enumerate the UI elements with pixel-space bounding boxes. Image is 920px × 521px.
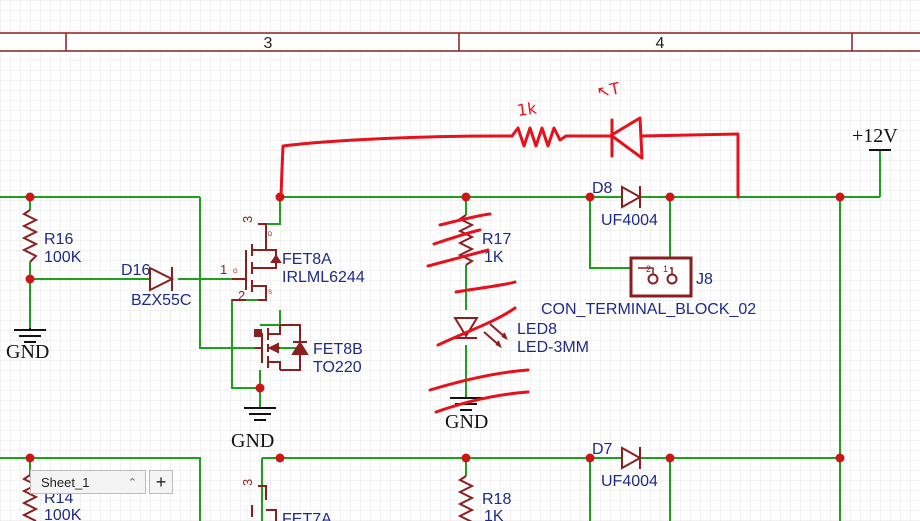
column-number-3: 3	[264, 35, 273, 52]
junction-dot	[25, 192, 35, 202]
j8-ref: J8	[696, 271, 713, 288]
ground-symbol: GND	[6, 328, 49, 363]
d16-ref: D16	[121, 262, 150, 279]
resistor-r17[interactable]: R17 1K	[457, 214, 511, 266]
fet8a-pin-d: D	[268, 232, 273, 238]
junction-dot	[275, 453, 285, 463]
junction-dot	[665, 192, 675, 202]
j8-pin2: 2	[646, 264, 651, 274]
mosfet-fet8a[interactable]: 1 2 3 G D S	[220, 216, 282, 303]
markup-scribble	[426, 212, 530, 414]
diode-d16[interactable]: D16 BZX55C	[121, 262, 191, 309]
junction-dot	[461, 192, 471, 202]
gnd-label: GND	[445, 411, 488, 433]
r17-value: 1K	[484, 249, 504, 266]
r14-ref: R14	[44, 490, 73, 507]
sheet-tab-label: Sheet_1	[41, 474, 90, 490]
markup-diode	[608, 116, 644, 160]
add-sheet-button[interactable]: +	[149, 470, 173, 494]
fet8a-value: IRLML6244	[282, 269, 365, 286]
r16-value: 100K	[44, 249, 82, 266]
led8-ref: LED8	[517, 321, 557, 338]
resistor-r14[interactable]: R14 100K	[21, 474, 82, 521]
markup-resistor-note: 1k	[516, 98, 539, 120]
gnd-label: GND	[6, 341, 49, 363]
power-symbol-12v: +12V	[852, 125, 898, 151]
mosfet-fet7a[interactable]: 3	[240, 479, 277, 521]
markup-resistor	[510, 126, 612, 148]
fet8a-pin-g: G	[233, 269, 238, 275]
diode-d7[interactable]: D7 UF4004	[592, 441, 658, 490]
markup-diode-note: ↖T	[595, 78, 622, 101]
j8-value: CON_TERMINAL_BLOCK_02	[541, 301, 756, 318]
junction-dot	[835, 453, 845, 463]
chevron-up-icon[interactable]: ⌃	[127, 476, 137, 489]
led8-value: LED-3MM	[517, 339, 589, 356]
d7-value: UF4004	[601, 473, 658, 490]
fet8b-ref: FET8B	[313, 341, 363, 358]
markup-annotations	[279, 116, 740, 414]
diode-d8[interactable]: D8 UF4004	[592, 180, 658, 229]
d7-ref: D7	[592, 441, 613, 458]
junctions	[25, 192, 845, 463]
junction-dot	[255, 383, 265, 393]
gnd-label: GND	[231, 430, 274, 452]
r17-ref: R17	[482, 231, 511, 248]
r16-ref: R16	[44, 231, 73, 248]
junction-dot	[25, 274, 35, 284]
column-number-4: 4	[656, 35, 665, 52]
junction-dot	[835, 192, 845, 202]
terminal-block-j8[interactable]: 2 1 J8 CON_TERMINAL_BLOCK_02	[541, 256, 756, 318]
junction-dot	[25, 453, 35, 463]
ground-symbol: GND	[231, 407, 276, 452]
fet7a-pin3: 3	[240, 479, 255, 486]
junction-dot	[585, 453, 595, 463]
fet8a-pin3: 3	[240, 216, 255, 223]
r18-value: 1K	[484, 508, 504, 521]
d16-value: BZX55C	[131, 292, 191, 309]
frame-header: 3 4	[0, 32, 920, 52]
resistor-r18[interactable]: R18 1K	[457, 475, 511, 521]
r14-value: 100K	[44, 507, 82, 521]
markup-wire	[640, 132, 740, 199]
junction-dot	[665, 453, 675, 463]
vcc-label: +12V	[852, 125, 898, 147]
markup-wire	[279, 134, 514, 197]
junction-dot	[585, 192, 595, 202]
sheet-tab-sheet1[interactable]: Sheet_1 ⌃	[30, 470, 146, 494]
j8-pin1: 1	[663, 264, 668, 274]
fet8b-value: TO220	[313, 359, 362, 376]
resistor-r16[interactable]: R16 100K	[21, 209, 82, 266]
d8-value: UF4004	[601, 212, 658, 229]
fet8a-pin-s: S	[268, 290, 272, 296]
mosfet-fet8b[interactable]	[254, 324, 309, 371]
r18-ref: R18	[482, 491, 511, 508]
fet8a-pin2: 2	[238, 288, 245, 303]
fet8a-pin1: 1	[220, 262, 227, 277]
fet7a-ref: FET7A	[282, 511, 332, 521]
junction-dot	[461, 453, 471, 463]
plus-icon: +	[155, 471, 167, 492]
d8-ref: D8	[592, 180, 613, 197]
led-led8[interactable]	[453, 317, 508, 349]
fet8a-ref: FET8A	[282, 251, 332, 268]
